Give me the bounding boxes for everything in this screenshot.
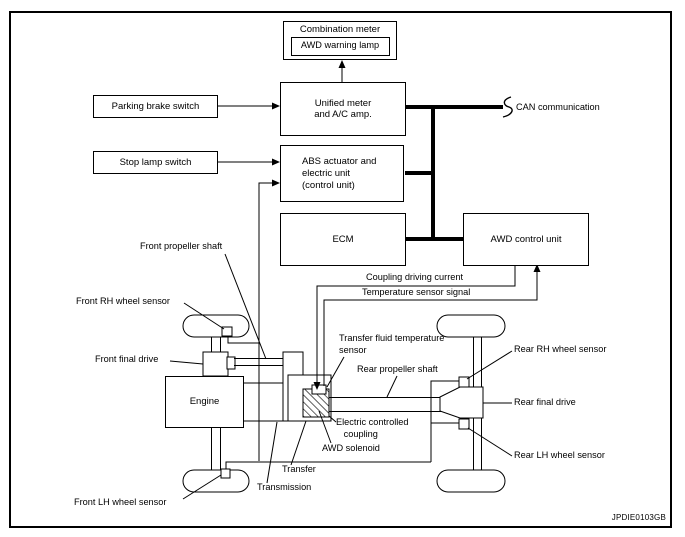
transfer-fluid-temp-sensor-shape (311, 384, 327, 395)
ecm-box: ECM (280, 213, 406, 266)
can-communication-label: CAN communication (516, 102, 600, 112)
front-shaft-joint (226, 356, 236, 370)
front-rh-wheel-sensor-label: Front RH wheel sensor (76, 296, 170, 306)
rear-lh-wheel-sensor-shape (458, 418, 470, 430)
rear-rh-wheel-sensor-shape (458, 376, 470, 388)
rear-final-drive-label: Rear final drive (514, 397, 576, 407)
can-break-squiggle-icon (502, 96, 513, 118)
awd-warning-lamp-label: AWD warning lamp (300, 40, 380, 51)
front-lh-wheel-sensor-label: Front LH wheel sensor (74, 497, 167, 507)
temperature-sensor-signal-label: Temperature sensor signal (362, 287, 471, 297)
arrow-into-solenoid-icon (313, 382, 321, 390)
wheel-sensor-harness (225, 182, 459, 469)
rear-rh-wheel-sensor-label: Rear RH wheel sensor (514, 344, 607, 354)
transfer-label: Transfer (282, 464, 316, 474)
front-propeller-shaft-label: Front propeller shaft (140, 241, 223, 251)
transfer-fluid-temp-sensor-label: Transfer fluid temperature sensor (339, 333, 445, 355)
wheels (182, 314, 506, 493)
rear-final-drive-shape (439, 386, 484, 419)
arrow-into-abs-2-icon (272, 179, 280, 187)
awd-control-unit-box: AWD control unit (463, 213, 589, 266)
diagram-border (9, 11, 672, 528)
rear-rh-wheel (436, 314, 506, 338)
arrow-into-awd-unit-icon (533, 264, 541, 272)
transmission-label: Transmission (257, 482, 312, 492)
front-final-drive-label: Front final drive (95, 354, 159, 364)
axles (211, 337, 482, 471)
coupling-current-wire (316, 266, 516, 382)
unified-meter-box: Unified meter and A/C amp. (280, 82, 406, 136)
combination-meter-title: Combination meter (299, 24, 381, 35)
temp-signal-wire (323, 271, 538, 386)
front-rh-wheel-sensor-shape (221, 326, 233, 337)
electric-controlled-coupling-label: Electric controlled coupling (336, 417, 409, 439)
front-rh-wheel (182, 314, 250, 338)
arrowheads (272, 60, 541, 390)
leader-lines (169, 253, 513, 500)
coupling-driving-current-label: Coupling driving current (366, 272, 464, 282)
combination-meter-box: Combination meter AWD warning lamp (283, 21, 397, 60)
harness-to-abs-wire (258, 182, 272, 461)
rear-lh-wheel (436, 469, 506, 493)
arrow-into-abs-1-icon (272, 158, 280, 166)
rear-propeller-shaft-shape (329, 397, 441, 412)
rear-propeller-shaft-label: Rear propeller shaft (357, 364, 438, 374)
arrow-into-unified-icon (272, 102, 280, 110)
can-bus-lines (405, 105, 503, 241)
signal-wires (217, 67, 538, 386)
stop-lamp-switch-box: Stop lamp switch (93, 151, 218, 174)
figure-code: JPDIE0103GB (611, 513, 666, 522)
parking-brake-switch-box: Parking brake switch (93, 95, 218, 118)
abs-actuator-box: ABS actuator and electric unit (control … (280, 145, 404, 202)
front-propeller-shaft-shape (234, 358, 286, 366)
drivetrain (202, 351, 484, 422)
rear-lh-wheel-sensor-label: Rear LH wheel sensor (514, 450, 605, 460)
front-lh-wheel (182, 469, 250, 493)
front-lh-wheel-sensor-shape (220, 468, 231, 479)
engine-box: Engine (165, 376, 244, 428)
awd-warning-lamp-box: AWD warning lamp (290, 36, 390, 56)
front-final-drive-shape (202, 351, 229, 377)
arrow-into-combination-icon (338, 60, 346, 68)
awd-solenoid-label: AWD solenoid (322, 443, 380, 453)
wheel-sensors (220, 326, 470, 479)
